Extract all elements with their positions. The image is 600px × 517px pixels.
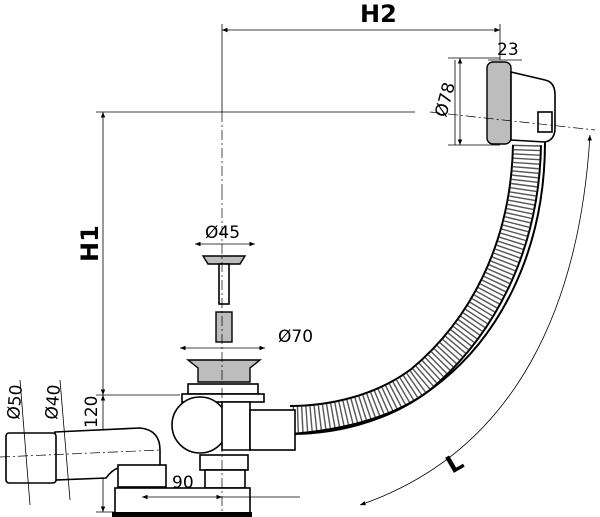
drain-diameter-label: Ø70 [278,327,313,347]
stopper-diameter-label: Ø45 [205,223,240,243]
h1-dimension: H1 [76,111,415,396]
h2-dimension: H2 [221,0,501,190]
outlet-inner-diameter-label: Ø40 [42,384,65,421]
outlet-outer-diameter-label: Ø50 [4,384,27,421]
h2-label: H2 [360,0,397,28]
outlet-pipe: Ø50 Ø40 [0,379,167,506]
h1-label: H1 [76,225,104,262]
flange-width-label: 23 [497,40,519,60]
overflow-head: Ø78 23 [429,40,596,146]
hose-length-label: L [441,447,468,479]
outlet-offset-label: 90 [172,473,194,493]
outlet-offset-dimension: 90 [142,473,300,500]
corrugated-hose [239,141,546,437]
trap-height-label: 120 [82,396,102,428]
drain-body: Ø70 [112,190,313,517]
stopper: Ø45 [195,223,255,343]
overflow-diameter-label: Ø78 [432,80,460,119]
